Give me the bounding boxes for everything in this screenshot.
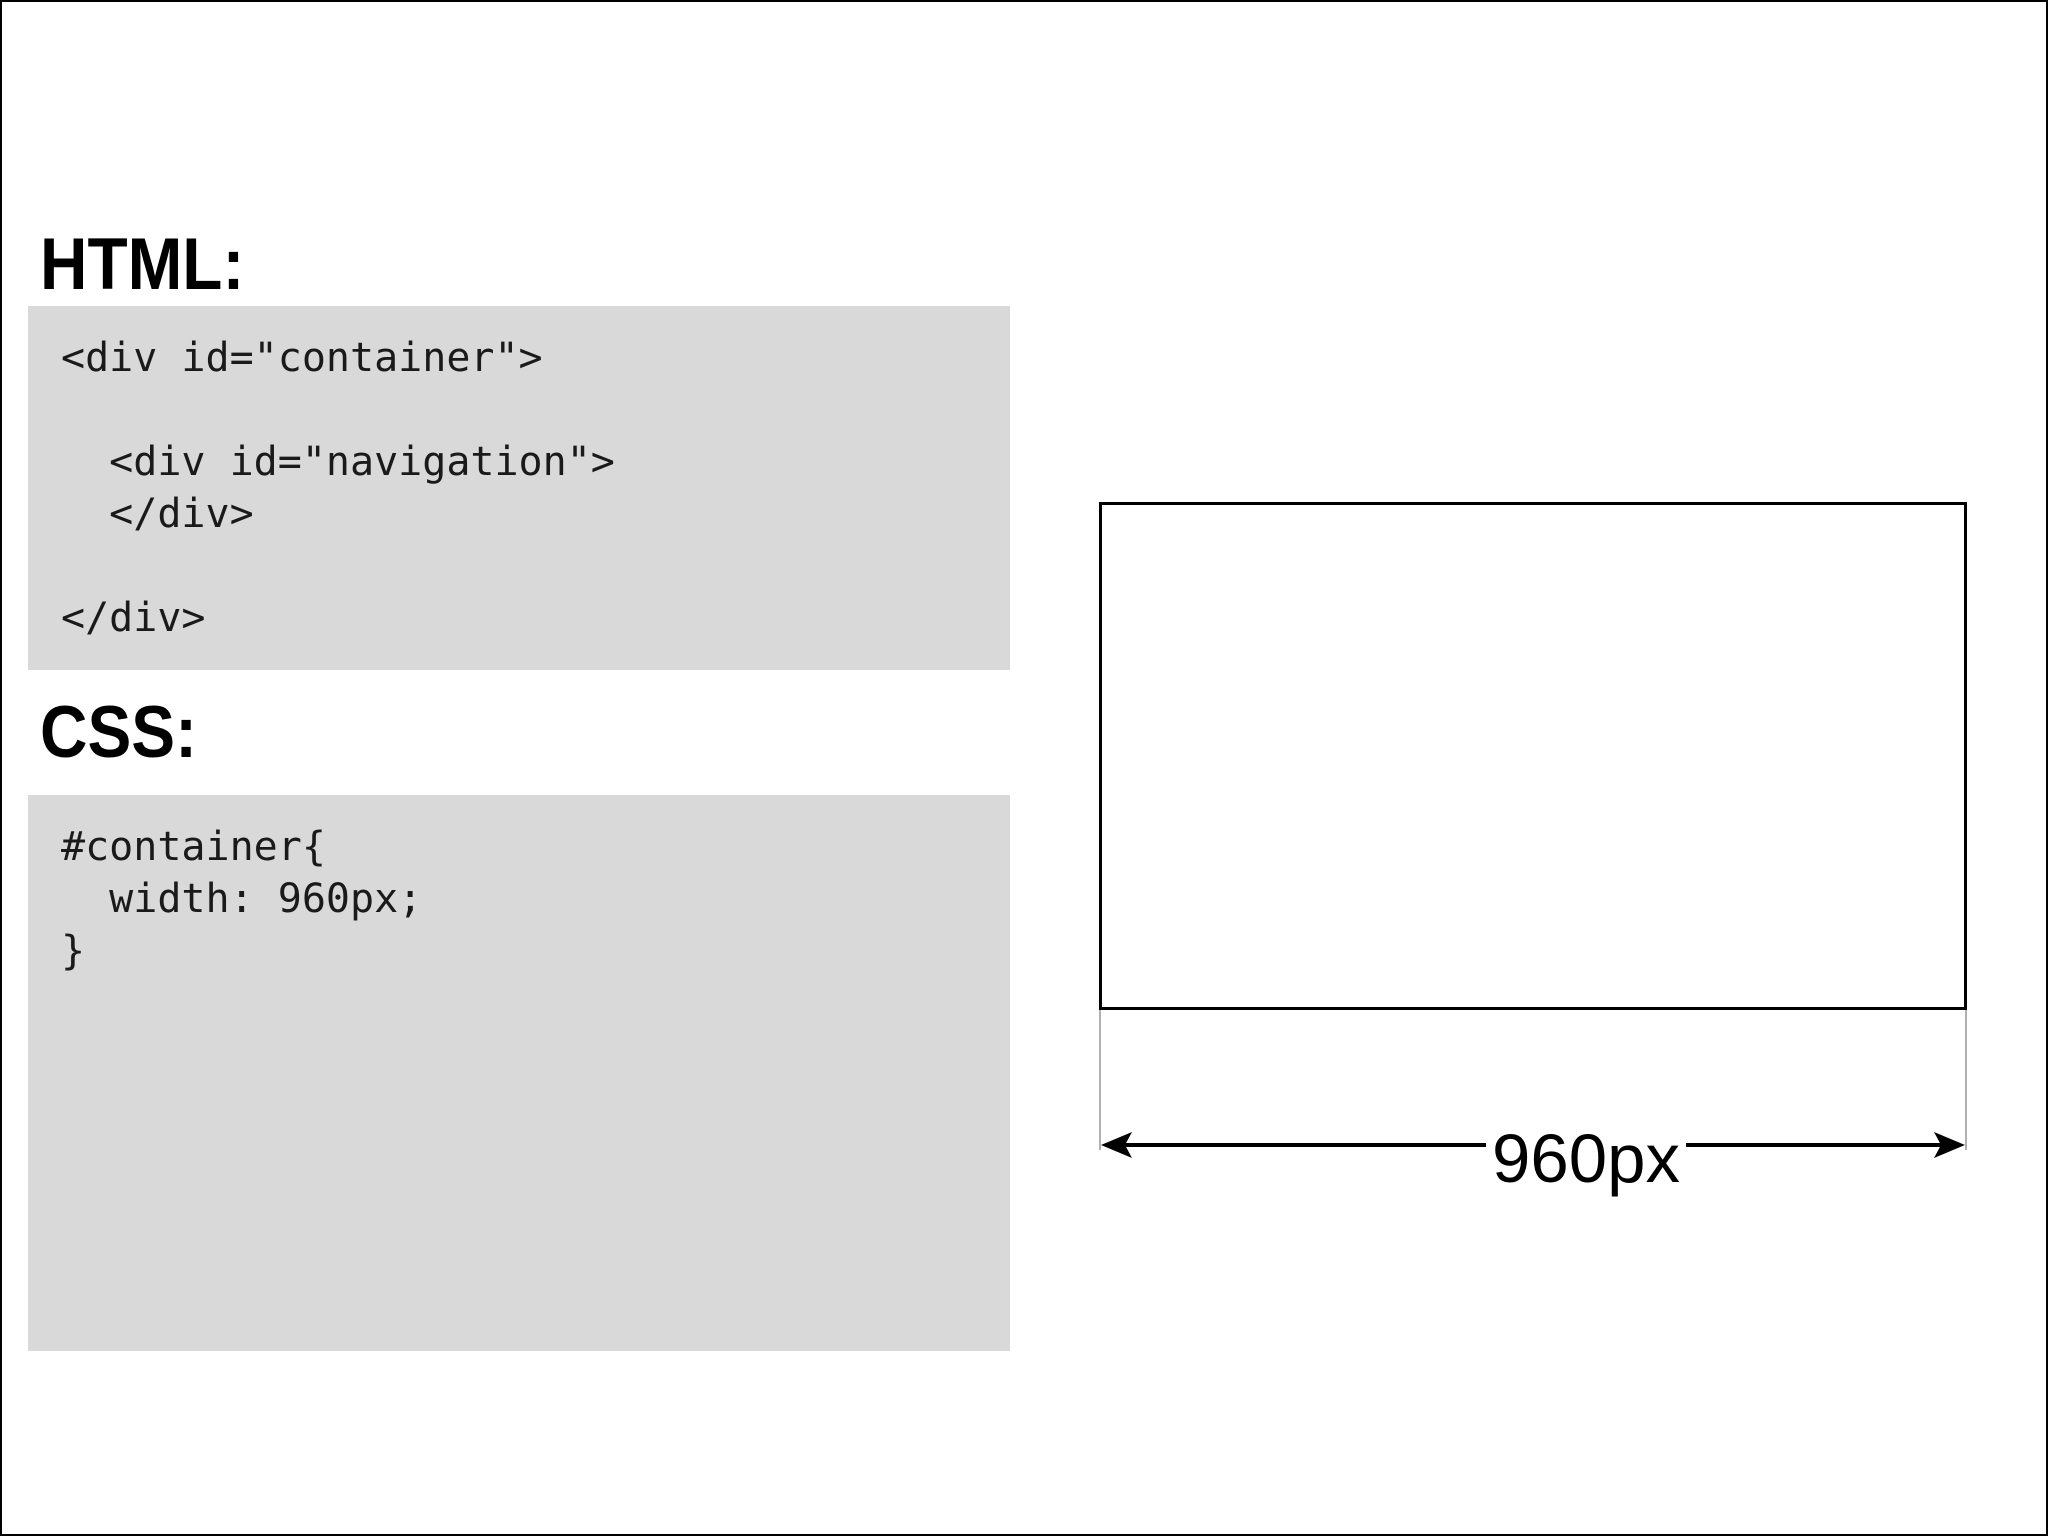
width-dimension-label: 960px: [1492, 1120, 1680, 1197]
css-code-block: #container{ width: 960px; }: [28, 795, 1010, 1351]
extension-line-right: [1965, 1010, 1967, 1150]
width-dimension-arrow: [1101, 1132, 1965, 1158]
extension-line-left: [1099, 1010, 1101, 1150]
right-arrowhead-icon: [1934, 1132, 1965, 1158]
html-section-heading: HTML:: [40, 224, 245, 305]
css-section-heading: CSS:: [40, 692, 197, 773]
container-box-preview: [1099, 502, 1967, 1010]
left-arrowhead-icon: [1101, 1132, 1132, 1158]
html-code-block: <div id="container"> <div id="navigation…: [28, 306, 1010, 670]
